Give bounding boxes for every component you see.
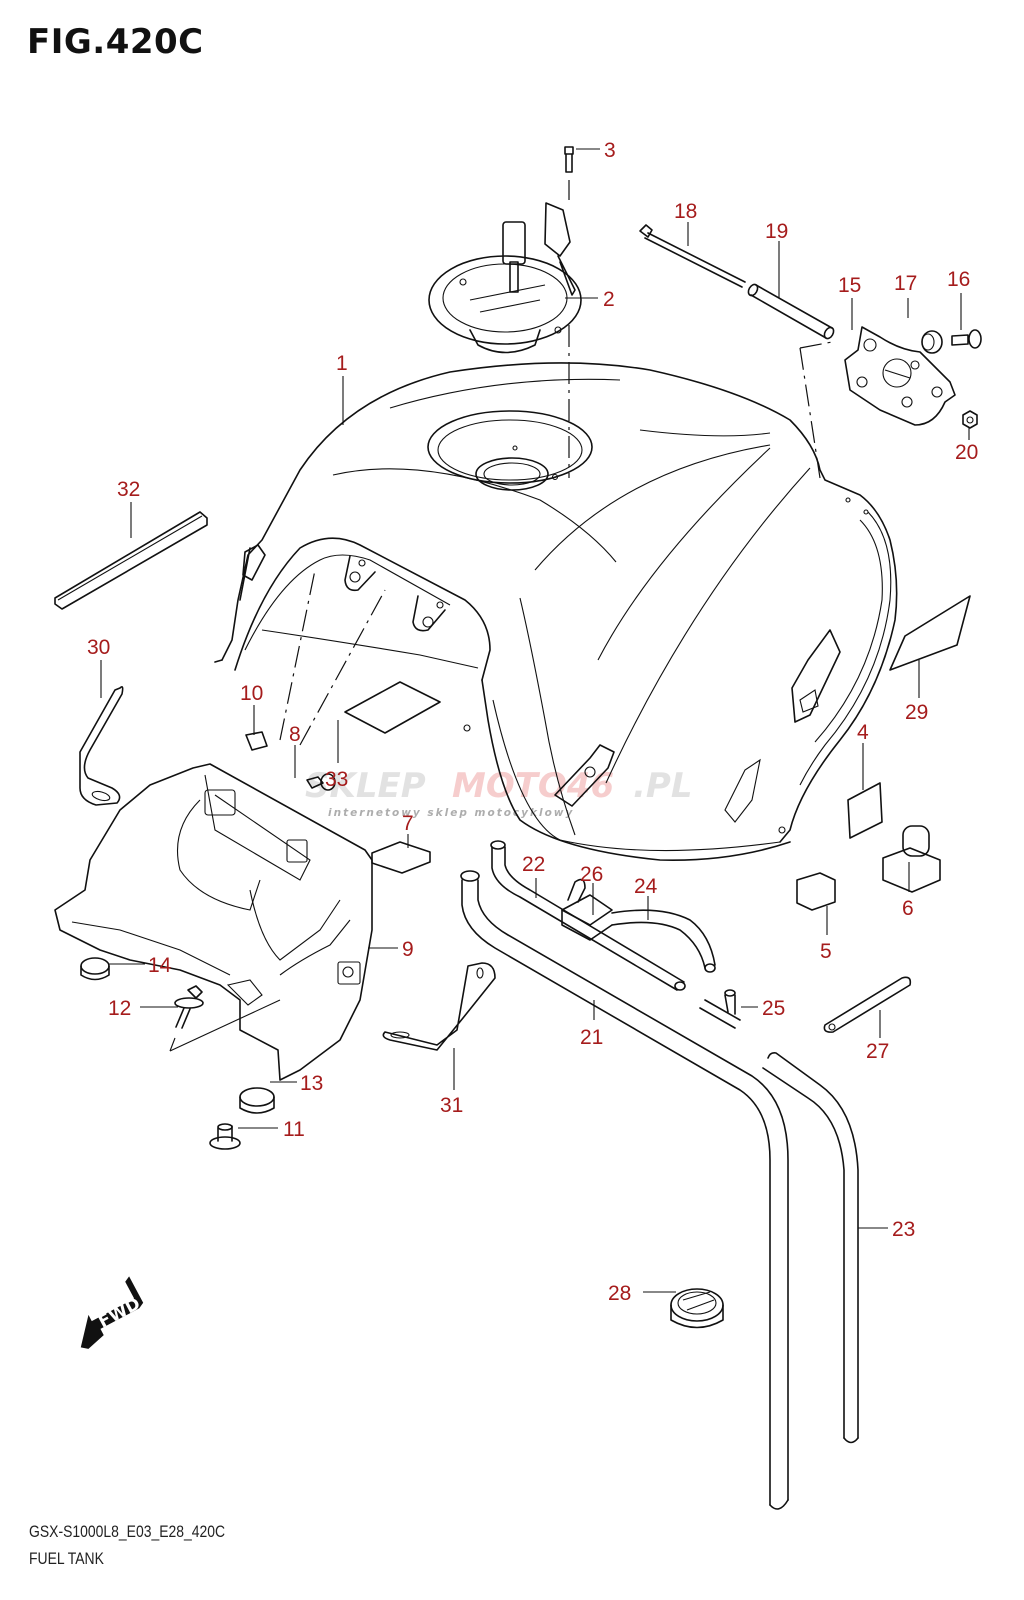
- small-parts-drawing[interactable]: [80, 595, 971, 1329]
- callout-17[interactable]: 17: [894, 272, 917, 295]
- fwd-label: FWD: [95, 1294, 144, 1333]
- callout-33[interactable]: 33: [325, 768, 348, 791]
- fuel-tank-drawing[interactable]: [214, 341, 898, 861]
- callout-19[interactable]: 19: [765, 220, 788, 243]
- callout-7[interactable]: 7: [402, 812, 414, 835]
- callout-15[interactable]: 15: [838, 274, 861, 297]
- callout-10[interactable]: 10: [240, 682, 263, 705]
- callout-18[interactable]: 18: [674, 200, 697, 223]
- nut-clip-10-shape[interactable]: [245, 731, 268, 751]
- callout-31[interactable]: 31: [440, 1094, 463, 1117]
- callout-21[interactable]: 21: [580, 1026, 603, 1049]
- fuel-cap-drawing[interactable]: [428, 146, 582, 478]
- watermark-brand-suffix: .PL: [633, 766, 693, 806]
- callout-5[interactable]: 5: [820, 940, 832, 963]
- bracket-30-drawing[interactable]: [79, 686, 124, 806]
- callouts: 3 2 1 32 18 19 15 17 16 20 30 10 8 33 7 …: [87, 139, 978, 1305]
- callout-26[interactable]: 26: [580, 863, 603, 886]
- callout-29[interactable]: 29: [905, 701, 928, 724]
- callout-22[interactable]: 22: [522, 853, 545, 876]
- section-name: FUEL TANK: [29, 1549, 104, 1568]
- watermark-tagline: internetowy sklep motocyklowy: [328, 807, 574, 819]
- hinge-parts-drawing[interactable]: [639, 224, 982, 429]
- callout-28[interactable]: 28: [608, 1282, 631, 1305]
- callout-20[interactable]: 20: [955, 441, 978, 464]
- seal-strip-drawing[interactable]: [54, 511, 208, 610]
- callout-30[interactable]: 30: [87, 636, 110, 659]
- callout-16[interactable]: 16: [947, 268, 970, 291]
- callout-23[interactable]: 23: [892, 1218, 915, 1241]
- callout-6[interactable]: 6: [902, 897, 914, 920]
- leader-lines: [100, 148, 970, 1293]
- model-code: GSX-S1000L8_E03_E28_420C: [29, 1522, 226, 1541]
- callout-13[interactable]: 13: [300, 1072, 323, 1095]
- fwd-arrow-icon: [80, 1276, 144, 1349]
- callout-4[interactable]: 4: [857, 721, 869, 744]
- hoses-drawing[interactable]: [460, 840, 859, 1510]
- callout-32[interactable]: 32: [117, 478, 140, 501]
- watermark: SKLEP MOTO46 .PL internetowy sklep motoc…: [305, 766, 693, 819]
- callout-8[interactable]: 8: [289, 723, 301, 746]
- callout-25[interactable]: 25: [762, 997, 785, 1020]
- callout-1[interactable]: 1: [336, 352, 348, 375]
- callout-3[interactable]: 3: [604, 139, 616, 162]
- callout-12[interactable]: 12: [108, 997, 131, 1020]
- watermark-brand-gray: SKLEP: [305, 766, 426, 806]
- callout-2[interactable]: 2: [603, 288, 615, 311]
- figure-title: FIG.420C: [27, 22, 204, 62]
- fwd-badge: FWD: [80, 1276, 144, 1349]
- callout-11[interactable]: 11: [283, 1118, 305, 1141]
- tank-bracket-drawing[interactable]: [54, 569, 386, 1081]
- callout-14[interactable]: 14: [148, 954, 172, 977]
- callout-27[interactable]: 27: [866, 1040, 889, 1063]
- watermark-brand-red: MOTO46: [452, 766, 614, 806]
- callout-9[interactable]: 9: [402, 938, 414, 961]
- callout-24[interactable]: 24: [634, 875, 658, 898]
